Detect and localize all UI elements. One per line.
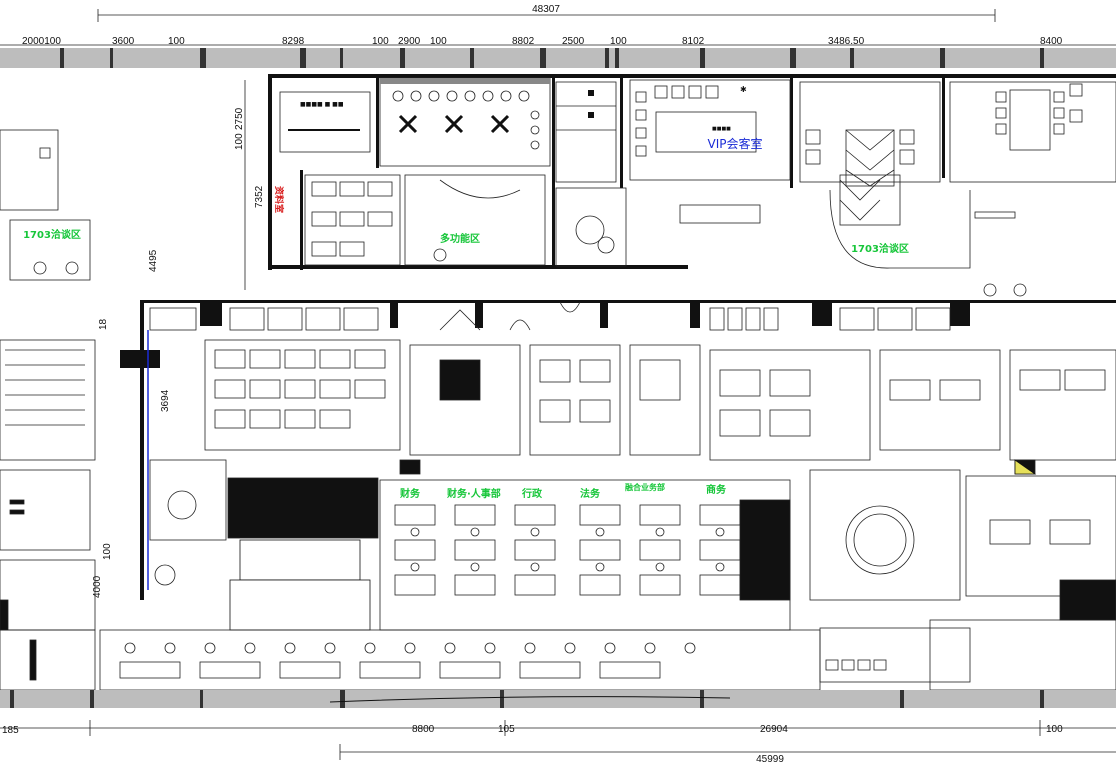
dim-segment: 8298 <box>282 36 305 47</box>
workspace-upper-left: 资料室 <box>273 174 401 266</box>
workstation-label: 财务 <box>399 487 421 500</box>
top-total-dimension: 48307 <box>532 4 560 15</box>
workstation-label: 商务 <box>706 483 727 496</box>
dim-segment: 2000100 <box>22 36 61 47</box>
dim-segment: 26904 <box>760 724 788 735</box>
lounge-right-label: 1703洽谈区 <box>851 242 909 255</box>
svg-text:185: 185 <box>2 725 19 736</box>
dim-segment: 8802 <box>512 36 535 47</box>
training-room <box>379 77 551 167</box>
corridor-wall <box>120 300 1116 600</box>
washroom-fixtures <box>149 283 1027 331</box>
dim-segment: 3486.50 <box>828 36 865 47</box>
workstation-label: 财务·人事部 <box>446 487 501 500</box>
dim-segment: 8102 <box>682 36 705 47</box>
conference-room-right <box>799 81 941 187</box>
dim-segment: 100 <box>168 36 185 47</box>
dim-segment: 8400 <box>1040 36 1063 47</box>
vip-room: ✱ VIP会客室 ■■■■ <box>629 79 791 181</box>
dim-segment: 100 <box>430 36 447 47</box>
bottom-dimension-line: 45999 <box>339 744 1116 765</box>
workstation-label: 行政 <box>521 487 543 500</box>
dim-segment: 2500 <box>562 36 585 47</box>
dim-segment: 100 <box>372 36 389 47</box>
top-segment-dimensions: 2000100 3600 100 8298 100 2900 100 8802 … <box>0 36 1116 47</box>
lounge-left-area: 1703洽谈区 <box>0 129 91 281</box>
boardroom-right <box>949 81 1116 183</box>
bottom-total-dimension: 45999 <box>756 754 784 765</box>
dim-segment: 8800 <box>412 724 435 735</box>
dim-segment: 100 <box>1046 724 1063 735</box>
top-dimension-line: 48307 <box>97 4 996 22</box>
lounge-left-label: 1703洽谈区 <box>23 228 81 241</box>
workstation-label: 融合业务部 <box>625 482 665 492</box>
upper-rooms-block <box>268 74 1116 270</box>
svg-text:✱: ✱ <box>740 85 747 94</box>
top-window-mullions <box>60 48 1044 68</box>
left-vertical-dimensions: 2750 100 7352 4495 18 3694 100 4000 <box>92 80 265 598</box>
storage-rooms <box>555 81 617 183</box>
dim-vertical: 3694 <box>160 389 171 412</box>
dim-vertical: 100 <box>234 133 245 150</box>
dim-segment: 105 <box>498 724 515 735</box>
workstation-label: 法务 <box>580 487 601 500</box>
vip-room-label: VIP会客室 <box>708 136 763 151</box>
bottom-window-mullions <box>10 690 1044 708</box>
bottom-segment-dimensions: 185 8800 105 26904 100 <box>0 720 1116 736</box>
dim-vertical: 4495 <box>148 249 159 272</box>
reception-area <box>555 187 761 267</box>
hatch-line <box>329 696 731 703</box>
open-office-middle <box>204 339 1116 475</box>
dim-vertical: 18 <box>98 318 109 330</box>
lounge-right-area: 1703洽谈区 <box>829 174 1016 269</box>
workstation-cluster <box>229 479 791 631</box>
lower-office-rows <box>99 619 1116 691</box>
archive-room-label: 资料室 <box>273 186 285 213</box>
tea-area <box>149 459 379 586</box>
workstation-labels: 财务 财务·人事部 行政 法务 融合业务部 商务 <box>399 482 727 500</box>
dim-segment: 100 <box>610 36 627 47</box>
multi-function-area-label: 多功能区 <box>440 232 480 245</box>
left-office-zone <box>0 339 96 691</box>
bottom-corridor-band <box>0 690 1116 708</box>
multi-function-area: 多功能区 <box>404 174 546 266</box>
round-meeting-room <box>809 459 1116 621</box>
dim-vertical: 2750 <box>234 107 245 130</box>
svg-text:■■■■: ■■■■ <box>712 126 731 132</box>
dim-segment: 2900 <box>398 36 421 47</box>
svg-text:■■■■ ■ ■■: ■■■■ ■ ■■ <box>300 101 344 108</box>
dim-vertical: 4000 <box>92 575 103 598</box>
dim-vertical: 100 <box>102 543 113 560</box>
dim-segment: 3600 <box>112 36 135 47</box>
top-corridor-band <box>0 48 1116 68</box>
meeting-room-left: ■■■■ ■ ■■ <box>279 91 371 153</box>
dim-vertical: 7352 <box>254 185 265 208</box>
